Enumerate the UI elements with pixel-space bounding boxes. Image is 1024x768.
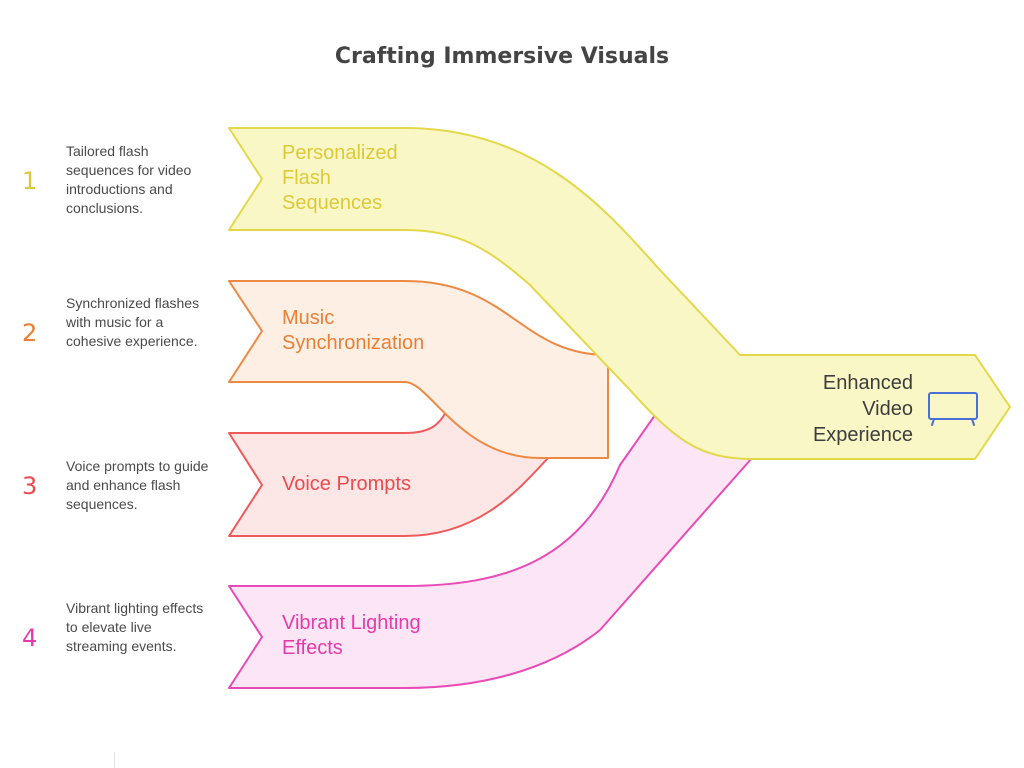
flow-label-voice-prompts: Voice Prompts <box>282 473 411 495</box>
flow-band-music-synchronization <box>228 280 609 459</box>
tv-icon <box>928 392 978 426</box>
step-number-3: 3 <box>22 472 38 500</box>
flow-label-personalized-flash-sequences: Personalized Flash Sequences <box>282 142 398 214</box>
step-description-1: Tailored flash sequences for video intro… <box>66 143 192 216</box>
diagram-title: Crafting Immersive Visuals <box>334 44 670 69</box>
step-number-2: 2 <box>22 319 38 347</box>
flow-band-voice-prompts <box>228 407 549 537</box>
flow-label-music-synchronization: Music Synchronization <box>282 307 425 354</box>
step-description-2: Synchronized flashes with music for a co… <box>66 295 200 349</box>
footer-divider <box>114 752 115 768</box>
output-label-enhanced-video-experience: Enhanced Video Experience <box>812 372 913 446</box>
step-number-4: 4 <box>22 624 38 652</box>
step-number-1: 1 <box>22 167 38 195</box>
step-description-4: Vibrant lighting effects to elevate live… <box>66 600 204 654</box>
flow-band-personalized-flash-sequences <box>228 127 1011 460</box>
flow-label-vibrant-lighting-effects: Vibrant Lighting Effects <box>282 612 421 659</box>
step-description-3: Voice prompts to guide and enhance flash… <box>66 458 209 512</box>
